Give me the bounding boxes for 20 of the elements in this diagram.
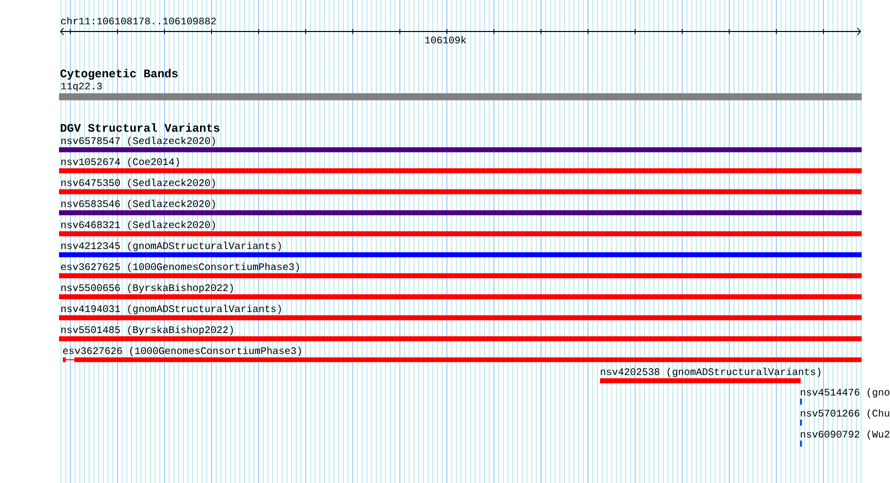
feature-label: nsv4194031 (gnomADStructuralVariants) [61,304,281,314]
feature-label: nsv4212345 (gnomADStructuralVariants) [61,242,281,252]
feature-label: esv3627625 (1000GenomesConsortiumPhase3) [61,262,299,272]
track-title: DGV Structural Variants [60,123,220,132]
feature-label: nsv6578547 (Sedlazeck2020) [61,136,215,146]
feature-label: nsv6583546 (Sedlazeck2020) [61,200,215,210]
feature-label: nsv5500656 (ByrskaBishop2022) [61,284,233,294]
band-label: 11q22.3 [61,82,102,92]
feature-label: nsv6475350 (Sedlazeck2020) [61,178,215,188]
feature-label: esv3627626 (1000GenomesConsortiumPhase3) [63,346,301,356]
feature-label: nsv4202538 (gnomADStructuralVariants) [600,368,820,378]
track-title: Cytogenetic Bands [60,68,178,80]
feature-label: nsv6090792 (Wu2 [800,430,890,440]
feature-label: nsv5701266 (Chu [800,409,890,419]
feature-label: nsv6468321 (Sedlazeck2020) [61,220,215,230]
feature-label: nsv1052674 (Coe2014) [61,158,179,168]
feature-label: nsv4514476 (gno [800,388,890,398]
position-label: chr11:106108178..106109882 [61,17,216,24]
feature-label: nsv5501485 (ByrskaBishop2022) [61,326,233,336]
tick-label: 106109k [425,36,466,44]
